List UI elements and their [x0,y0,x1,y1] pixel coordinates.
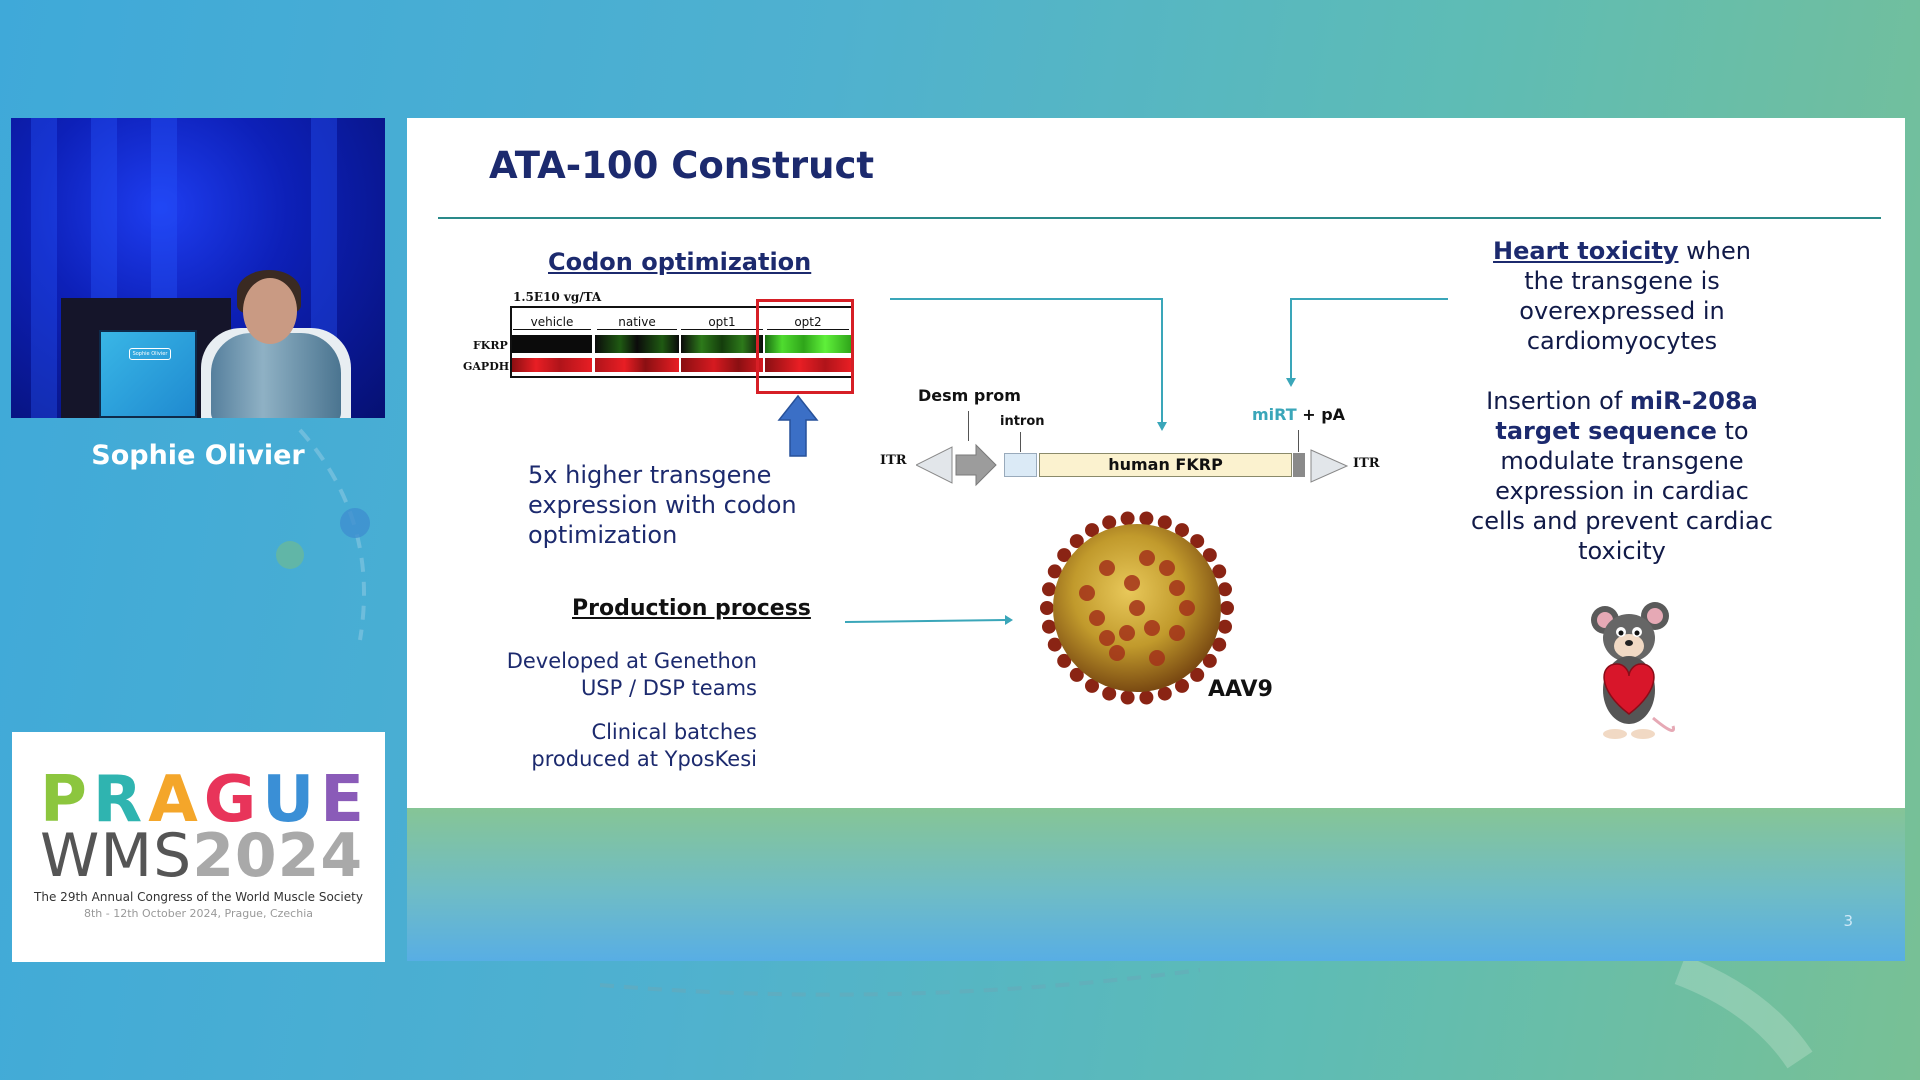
blot-lane-fkrp-opt1 [681,335,763,353]
intron-label: intron [1000,414,1045,429]
insert-mir208a: miR-208a [1629,387,1758,415]
speaker-scarf [211,333,341,418]
human-fkrp-gene: human FKRP [1039,453,1292,477]
slide-footer-band [407,808,1905,961]
heart-toxicity-text: Heart toxicity when the transgene is ove… [1457,236,1787,356]
expression-text: 5x higher transgene expression with codo… [528,461,797,549]
blot-lane-gapdh-vehicle [512,358,592,372]
aav9-label: AAV9 [1208,677,1273,702]
mirt-box [1293,453,1305,477]
logo-letter: G [203,763,263,837]
blot-group-opt1: opt1 [681,315,763,330]
logo-letter: A [148,763,204,837]
intron-box [1004,453,1037,477]
mirt-label: miRT [1252,405,1297,424]
slide-page-number: 3 [1843,912,1853,930]
codon-optimization-heading: Codon optimization [548,248,812,276]
insert-post-5: toxicity [1578,537,1666,565]
desm-prom-pointer [968,411,969,441]
developed-line-2: USP / DSP teams [580,676,757,700]
blot-row-label-fkrp: FKRP [473,339,508,352]
logo-letter: R [92,763,149,837]
logo-letter: U [262,763,321,837]
intron-pointer [1020,432,1021,452]
mir208a-insertion-text: Insertion of miR-208a target sequence to… [1457,386,1787,566]
construct-left-shapes [916,443,997,487]
heart-toxicity-heading: Heart toxicity [1493,237,1679,265]
opt2-highlight-box [756,299,854,394]
blot-lane-gapdh-opt2 [765,358,851,372]
speaker-head [243,278,297,344]
insert-pre: Insertion of [1486,387,1630,415]
developed-line-1: Developed at Genethon [506,649,757,673]
insert-post-4: cells and prevent cardiac [1471,507,1773,535]
developed-at-text: Developed at Genethon USP / DSP teams [467,648,757,702]
insert-target-sequence: target sequence [1495,417,1717,445]
heart-text-3: overexpressed in [1519,297,1725,325]
speaker-name: Sophie Olivier [91,440,305,471]
itr-right-label: ITR [1353,456,1380,471]
title-divider [438,217,1881,219]
blot-lane-fkrp-opt2 [765,335,851,353]
clinical-batches-text: Clinical batches produced at YposKesi [467,719,757,773]
heart-text-1: when [1678,237,1751,265]
blot-lane-fkrp-native [595,335,679,353]
desm-prom-label: Desm prom [918,386,1021,405]
up-arrow-icon [777,394,819,457]
logo-congress-text: The 29th Annual Congress of the World Mu… [34,890,363,904]
connector-lines [844,298,1448,625]
mouse-heart-illustration [1591,602,1676,739]
logo-year: 2024 [192,821,364,891]
blot-dose-label: 1.5E10 vg/TA [513,290,602,304]
logo-dates-text: 8th - 12th October 2024, Prague, Czechia [84,907,313,920]
heart-text-4: cardiomyocytes [1526,327,1718,355]
blot-group-opt2: opt2 [767,315,849,330]
insert-post-1: to [1716,417,1749,445]
blot-row-label-gapdh: GAPDH [463,360,510,373]
podium-screen-text: Sophie Olivier [129,348,171,360]
heart-text-2: the transgene is [1524,267,1720,295]
podium-screen: Sophie Olivier [99,330,197,418]
blot-group-vehicle: vehicle [513,315,591,330]
production-process-heading: Production process [572,596,811,621]
logo-prague: PRAGUE [40,768,370,832]
batches-line-1: Clinical batches [591,720,757,744]
insert-post-2: modulate transgene [1500,447,1744,475]
blot-group-native: native [597,315,677,330]
congress-logo: PRAGUE WMS2024 The 29th Annual Congress … [12,732,385,962]
mirt-pa-label: miRT + pA [1252,405,1345,424]
speaker-video: Sophie Olivier [11,118,385,418]
pa-label: + pA [1302,405,1346,424]
logo-letter: P [40,763,93,837]
itr-left-label: ITR [880,453,907,468]
logo-wms2024: WMS2024 [40,826,363,886]
aav9-virus-image [1040,511,1234,705]
presentation-slide: ATA-100 Construct Codon optimization 1.5… [407,118,1905,961]
insert-post-3: expression in cardiac [1495,477,1749,505]
logo-wms: WMS [40,821,193,891]
itr-right-shape [1310,449,1349,483]
blot-lane-fkrp-vehicle [512,335,592,353]
batches-line-2: produced at YposKesi [531,747,757,771]
blot-lane-gapdh-opt1 [681,358,763,372]
mirt-pointer [1298,430,1299,452]
logo-letter: E [320,763,370,837]
blot-lane-gapdh-native [595,358,679,372]
slide-title: ATA-100 Construct [489,144,875,187]
